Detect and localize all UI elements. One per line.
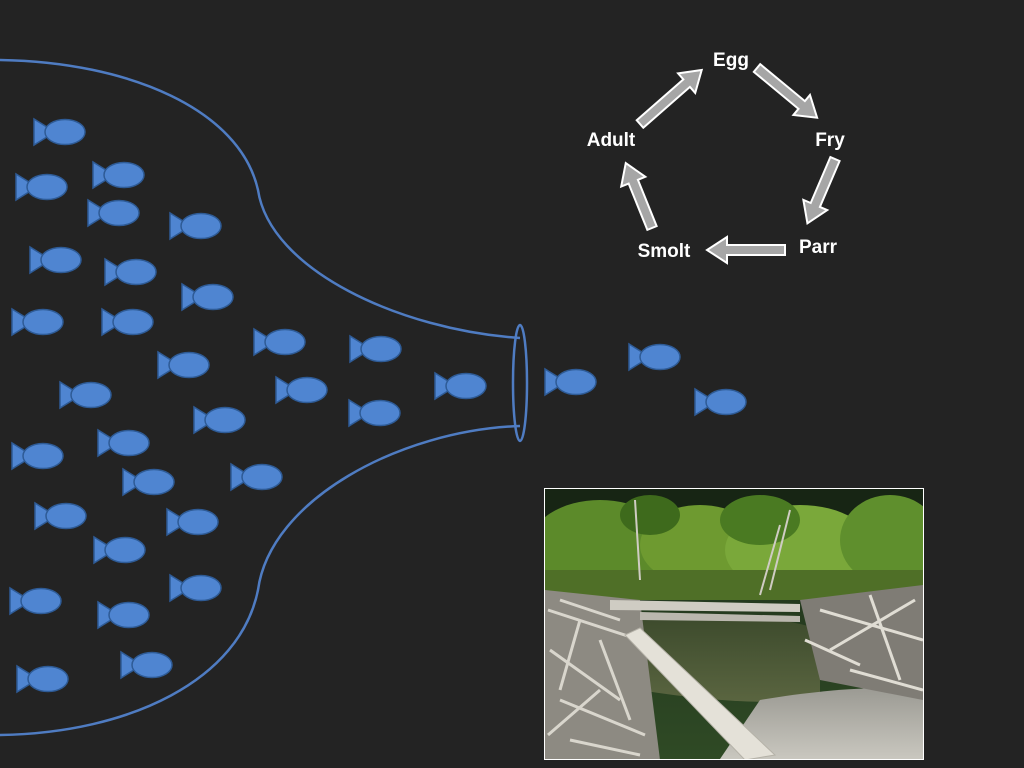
fish-icon [11,441,64,471]
funnel-mouth [511,323,529,443]
fish-group [9,117,747,694]
fish-icon [120,650,173,680]
fish-icon [15,172,68,202]
fish-icon [193,405,246,435]
fish-icon [87,198,140,228]
stage-label-adult: Adult [587,130,636,151]
fish-icon [253,327,306,357]
fish-icon [348,398,401,428]
fish-icon [275,375,328,405]
fish-icon [157,350,210,380]
fish-icon [11,307,64,337]
arrow-fry-to-parr [802,155,841,226]
fish-icon [169,573,222,603]
fish-icon [9,586,62,616]
arrow-smolt-to-adult [619,161,658,232]
stage-label-smolt: Smolt [638,241,691,262]
fish-icon [59,380,112,410]
fish-icon [230,462,283,492]
fish-icon [169,211,222,241]
stream-habitat-photo [544,488,924,760]
escaping-fish-icon [694,387,747,417]
escaping-fish-icon [628,342,681,372]
escaping-fish-icon [544,367,597,397]
fish-icon [104,257,157,287]
fish-icon [166,507,219,537]
fish-icon [92,160,145,190]
arrow-egg-to-fry [752,62,819,119]
fish-icon [181,282,234,312]
fish-icon [93,535,146,565]
fish-icon [97,600,150,630]
fish-icon [101,307,154,337]
stage-label-parr: Parr [799,237,838,258]
fish-icon [16,664,69,694]
stage-label-egg: Egg [713,50,749,71]
arrow-parr-to-smolt [705,235,786,265]
funnel-outline [0,58,521,737]
fish-icon [34,501,87,531]
life-cycle-diagram: Egg Fry Parr Smolt Adult [587,50,845,265]
fish-icon [33,117,86,147]
arrow-adult-to-egg [635,68,704,130]
fish-icon [29,245,82,275]
fish-icon [349,334,402,364]
fish-icon [122,467,175,497]
stage-label-fry: Fry [815,130,845,151]
fish-icon [434,371,487,401]
fish-icon [97,428,150,458]
